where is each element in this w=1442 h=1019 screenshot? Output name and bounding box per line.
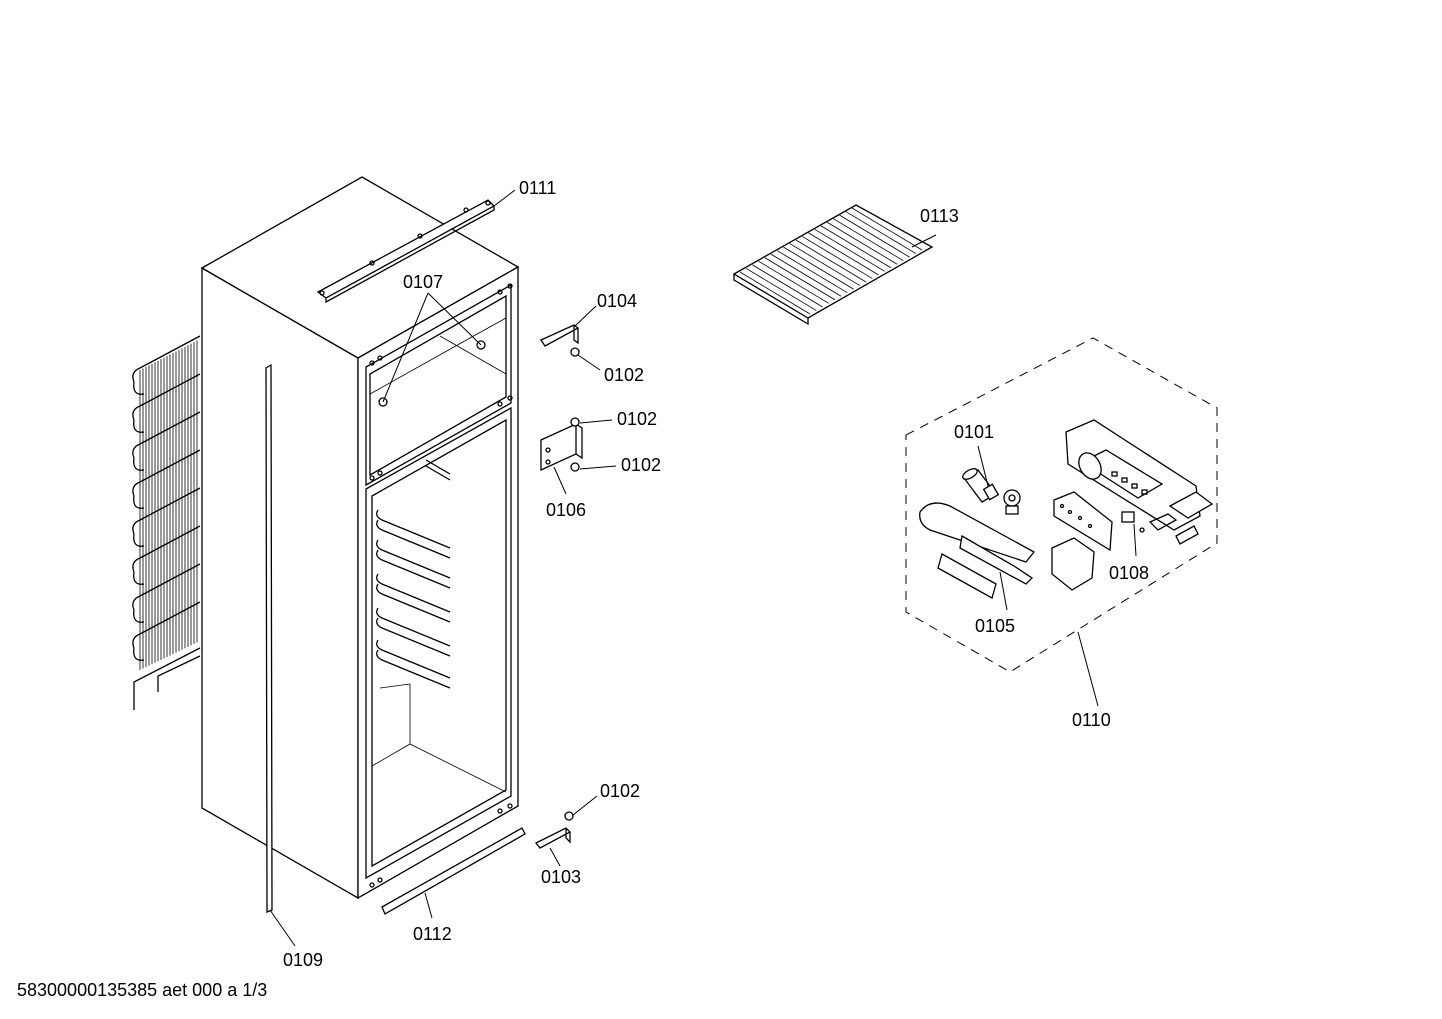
thermostat-housing [1065,419,1214,531]
bottom-hinge-bracket [534,811,574,849]
middle-hinge-bracket [540,417,583,472]
callout-0102-bottom: 0102 [600,781,640,801]
callout-0111: 0111 [519,178,556,198]
cabinet-body [200,176,520,900]
callout-0108: 0108 [1109,563,1149,583]
condenser-coil [132,335,201,710]
leader-lines [269,189,1137,947]
door-seal-strip [265,363,273,913]
callout-0107: 0107 [403,272,443,292]
sensor-connector [1121,511,1199,545]
lamp-cover [919,502,1035,599]
thermostat-assembly-boundary [905,337,1218,673]
control-board [1053,491,1113,552]
bottom-seal-strip [381,827,526,915]
callout-0105: 0105 [975,616,1015,636]
lamp-bulb [962,468,1000,503]
callout-0109: 0109 [283,950,323,970]
callout-0103: 0103 [541,867,581,887]
callout-0102-mid-lower: 0102 [621,455,661,475]
callout-0102-mid-upper: 0102 [617,409,657,429]
callout-0110: 0110 [1072,710,1111,730]
top-hinge-bracket [540,324,580,357]
switch-cap [1051,537,1095,591]
callout-0112: 0112 [413,924,452,944]
callout-0101: 0101 [954,422,994,442]
callout-0113: 0113 [920,206,959,226]
callout-0106: 0106 [546,500,586,520]
lamp-socket [1003,489,1021,515]
callout-0104: 0104 [597,291,637,311]
wire-shelf [732,204,934,326]
document-id-footer: 58300000135385 aet 000 a 1/3 [17,980,268,1000]
callout-0102-top: 0102 [604,365,644,385]
